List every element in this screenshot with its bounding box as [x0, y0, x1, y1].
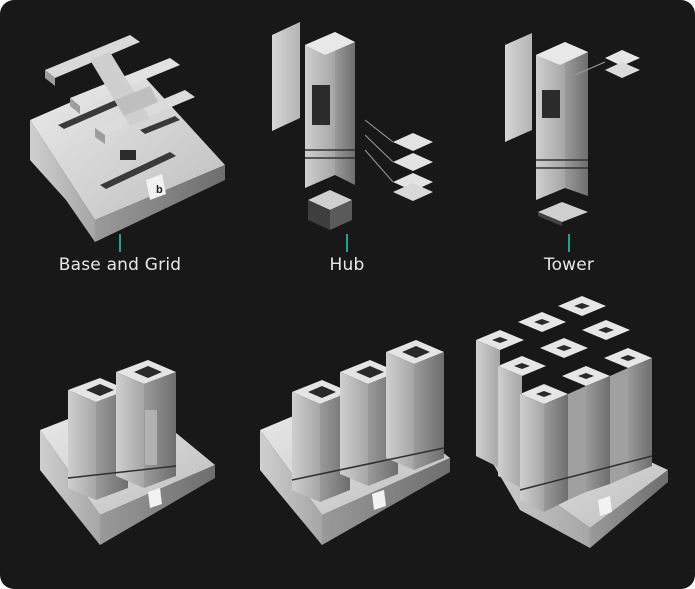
config-2-towers-illustration	[40, 360, 215, 545]
svg-text:b: b	[156, 184, 163, 196]
hub-illustration	[272, 22, 433, 230]
base-and-grid-label: Base and Grid	[58, 255, 182, 275]
tower-label: Tower	[543, 255, 595, 275]
base-and-grid-illustration: b	[30, 35, 225, 242]
config-3-towers-illustration	[260, 340, 450, 545]
config-9-towers-illustration	[476, 296, 668, 548]
hub-label: Hub	[329, 255, 365, 275]
tower-illustration	[505, 33, 640, 226]
